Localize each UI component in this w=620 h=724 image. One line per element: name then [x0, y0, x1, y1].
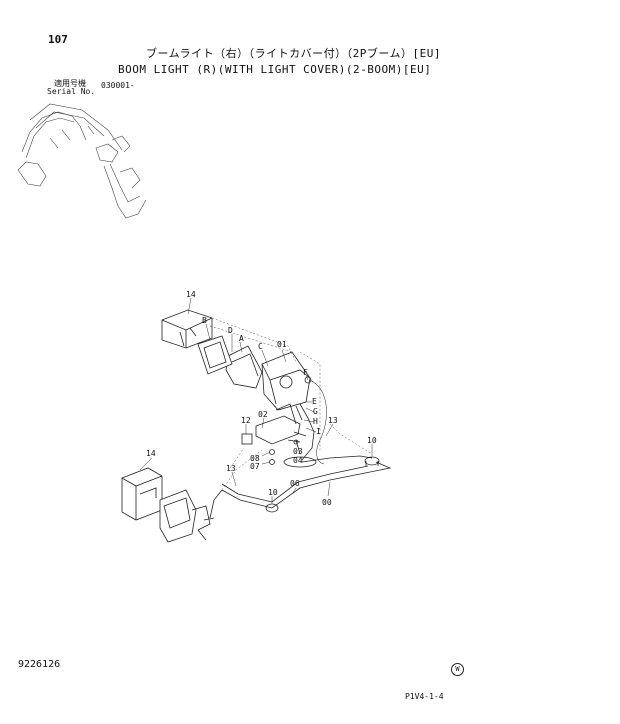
w-mark-icon: W — [451, 663, 464, 676]
clip-part-12 — [241, 433, 253, 445]
callout-e: E — [312, 397, 317, 406]
lamp-cover — [225, 345, 263, 389]
callout-01: 01 — [277, 340, 287, 349]
wire-pigtail — [309, 379, 327, 465]
callout-f: F — [303, 368, 308, 377]
lamp-housing — [261, 351, 311, 411]
support-stay — [283, 403, 317, 468]
callout-06: 06 — [290, 479, 300, 488]
guide-lines — [209, 317, 373, 491]
callout-08: 08 — [250, 454, 260, 463]
callout-00: 00 — [322, 498, 332, 507]
callout-b: B — [202, 316, 207, 325]
leader-lines — [139, 297, 373, 504]
serial-number-value: 030001- — [101, 81, 135, 90]
callout-d: D — [228, 326, 233, 335]
serial-label-english: Serial No. — [47, 87, 96, 96]
callout-12: 12 — [241, 416, 251, 425]
light-cover-box-lower — [121, 467, 163, 521]
serial-label-japanese: 適用号機 — [54, 79, 86, 88]
mounting-bracket — [255, 403, 301, 445]
document-id: 9226126 — [18, 659, 61, 670]
callout-c: C — [258, 342, 263, 351]
callout-i: I — [316, 427, 321, 436]
callout-14-upper: 14 — [186, 290, 196, 299]
callout-10-lower: 10 — [268, 488, 278, 497]
lamp-lower — [159, 489, 215, 543]
callout-14-lower: 14 — [146, 449, 156, 458]
wire-harness — [209, 439, 392, 519]
harness-connector-right — [364, 456, 380, 466]
callout-02: 02 — [258, 410, 268, 419]
excavator-thumbnail-icon — [17, 103, 147, 219]
callout-13-right: 13 — [328, 416, 338, 425]
callout-10-right: 10 — [367, 436, 377, 445]
page-number: 107 — [48, 33, 68, 46]
callout-13-lower: 13 — [226, 464, 236, 473]
callout-h: H — [313, 417, 318, 426]
light-cover-box-upper — [161, 309, 213, 349]
title-japanese: ブームライト（右）（ライトカバー付）（2Pブーム）[EU] — [146, 47, 442, 60]
title-english: BOOM LIGHT (R)(WITH LIGHT COVER)(2-BOOM)… — [118, 63, 432, 76]
callout-07: 07 — [250, 462, 260, 471]
callout-03: 03 — [293, 447, 303, 456]
callout-g: G — [313, 407, 318, 416]
callout-04: 04 — [293, 456, 303, 465]
page-code: P1V4-1-4 — [405, 692, 444, 701]
lens-gasket — [197, 335, 233, 375]
callout-a: A — [239, 334, 244, 343]
